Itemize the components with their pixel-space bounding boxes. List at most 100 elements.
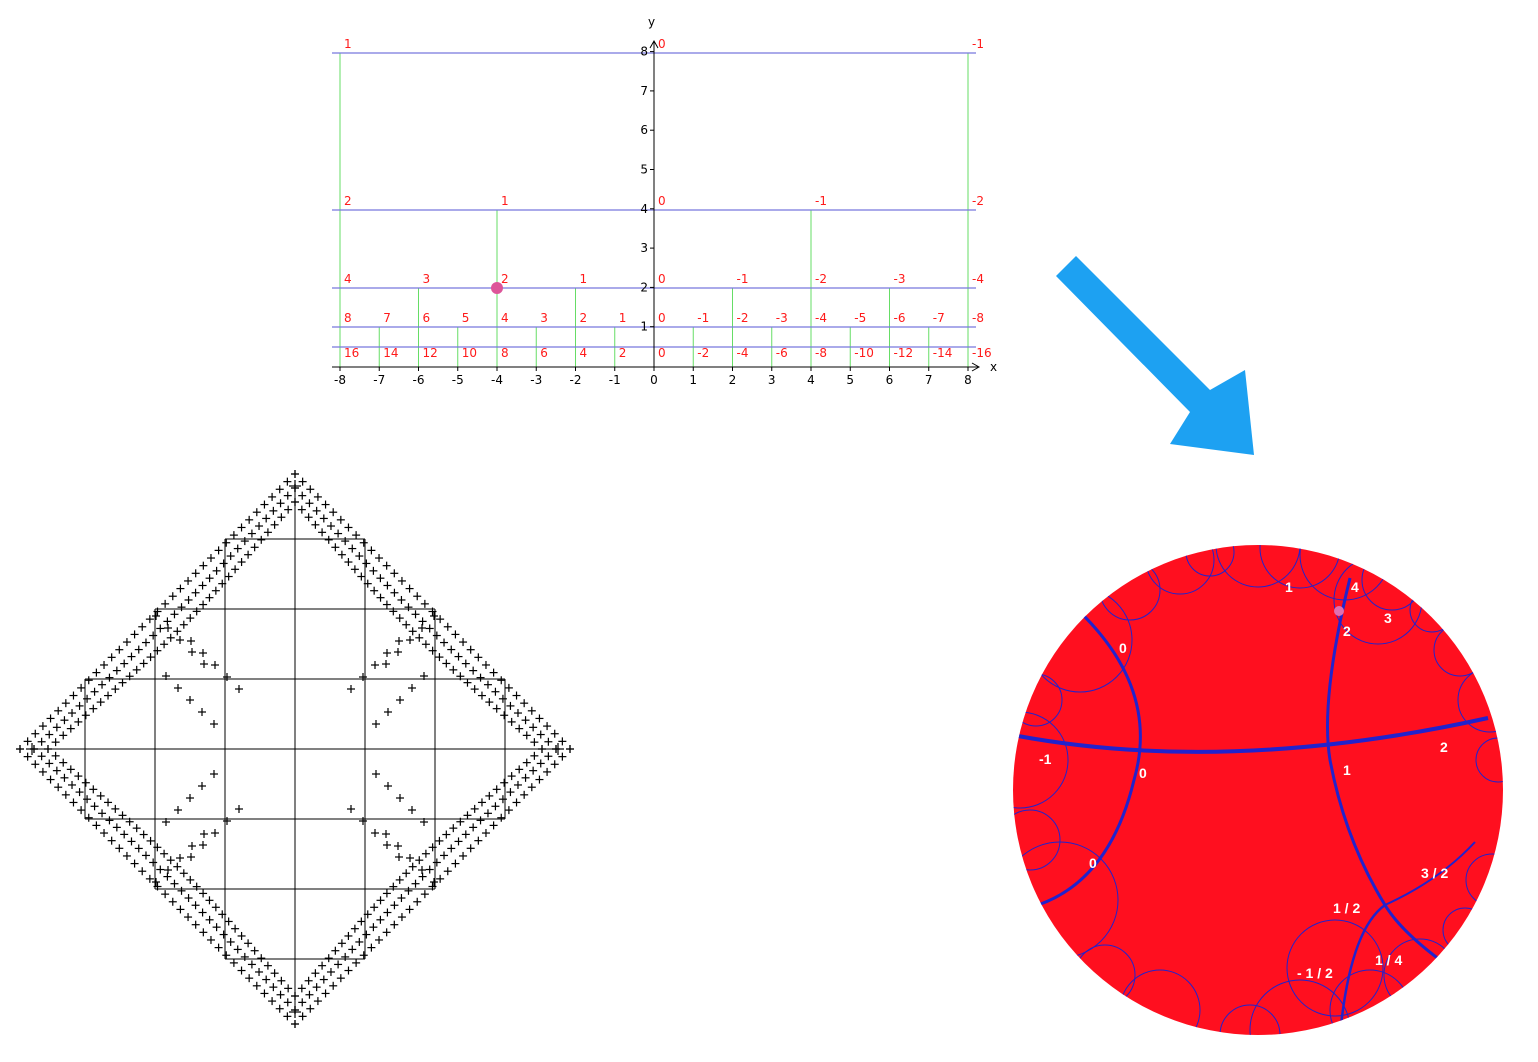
row-label: 7 [383,311,391,325]
x-tick-label: -3 [530,373,542,387]
row-label: 1 [344,37,352,51]
row-label: -4 [737,346,749,360]
row-label: 2 [619,346,627,360]
y-tick-label: 4 [640,202,648,216]
x-tick-label: -4 [491,373,503,387]
x-tick-label: 8 [964,373,972,387]
disk-label: 4 [1351,579,1359,595]
x-tick-label: 4 [807,373,815,387]
row-label: 14 [383,346,398,360]
row-label: 3 [423,272,431,286]
row-label: -14 [933,346,953,360]
disk-horocycle [1013,809,1061,871]
x-tick-label: 2 [729,373,737,387]
x-tick-label: -6 [413,373,425,387]
disk-label: 0 [1089,855,1097,871]
y-axis-arrow-icon [649,39,659,49]
row-label: -7 [933,311,945,325]
x-tick-label: 7 [925,373,933,387]
fractal-diamond-tree [16,470,574,1028]
row-label: 0 [658,37,666,51]
row-label: 10 [462,346,477,360]
disk-label: 0 [1139,765,1147,781]
row-label: -10 [854,346,874,360]
disk-label: 1 [1285,579,1293,595]
highlight-point [491,282,503,294]
x-tick-label: -2 [570,373,582,387]
disk-labels: 1 4 3 2 0 -1 0 1 2 0 3 / 2 1 / 2 1 / 4 -… [1039,579,1448,981]
y-axis-label: y [648,15,655,29]
x-tick-label: -7 [373,373,385,387]
y-tick-label: 7 [640,84,648,98]
x-tick-label: 0 [650,373,658,387]
row-label: -1 [972,37,984,51]
disk-label: - 1 / 2 [1297,965,1333,981]
row-label: 6 [423,311,431,325]
row-label: 0 [658,311,666,325]
row-label: 4 [501,311,509,325]
row-label: 0 [658,272,666,286]
disk-label: 1 [1343,762,1351,778]
disk-geodesic [1326,577,1441,962]
disk-label: 3 [1384,610,1392,626]
row-label: 3 [540,311,548,325]
row-label: -3 [894,272,906,286]
y-tick-label: 2 [640,280,648,294]
disk-background [1013,545,1503,1035]
row-label: -2 [697,346,709,360]
x-tick-label: 1 [689,373,697,387]
row-label: 4 [344,272,352,286]
disk-label: 0 [1119,640,1127,656]
row-label: -5 [854,311,866,325]
row-label: 4 [580,346,588,360]
x-axis-label: x [990,360,997,374]
poincare-disk: 1 4 3 2 0 -1 0 1 2 0 3 / 2 1 / 2 1 / 4 -… [1013,545,1503,1035]
row-label: -2 [815,272,827,286]
disk-horocycle [1215,545,1301,588]
disk-geodesic [1338,903,1386,1035]
row-label: 16 [344,346,359,360]
row-label: -8 [972,311,984,325]
y-tick-label: 3 [640,241,648,255]
disk-label: 1 / 2 [1333,900,1360,916]
row-label: 2 [501,272,509,286]
y-tick-label: 5 [640,163,648,177]
row-label: 1 [580,272,588,286]
row-label: 1 [501,194,509,208]
disk-geodesic [1017,716,1489,754]
x-tick-label: 5 [846,373,854,387]
disk-geodesic [1037,610,1142,907]
disk-label: 3 / 2 [1421,865,1448,881]
row-label: -6 [894,311,906,325]
disk-label: 2 [1440,739,1448,755]
row-label: 12 [423,346,438,360]
row-label: -8 [815,346,827,360]
row-label: -2 [737,311,749,325]
row-label: -6 [776,346,788,360]
x-axis-arrow-icon [971,362,981,372]
x-tick-label: -8 [334,373,346,387]
y-tick-label: 6 [640,123,648,137]
row-label: 2 [344,194,352,208]
row-label: 8 [501,346,509,360]
row-label: -16 [972,346,992,360]
y-tick-label: 8 [640,45,648,59]
row-label: 5 [462,311,470,325]
row-label: -2 [972,194,984,208]
disk-horocycle [1219,1004,1281,1035]
row-label: 8 [344,311,352,325]
disk-geodesic [1384,841,1476,906]
row-label: -4 [815,311,827,325]
row-label: 1 [619,311,627,325]
row-label: -1 [815,194,827,208]
x-tick-label: 3 [768,373,776,387]
disk-label: 1 / 4 [1375,952,1402,968]
row-label: -4 [972,272,984,286]
row-label: -1 [697,311,709,325]
x-tick-label: -5 [452,373,464,387]
x-tick-label: -1 [609,373,621,387]
row-label: -3 [776,311,788,325]
